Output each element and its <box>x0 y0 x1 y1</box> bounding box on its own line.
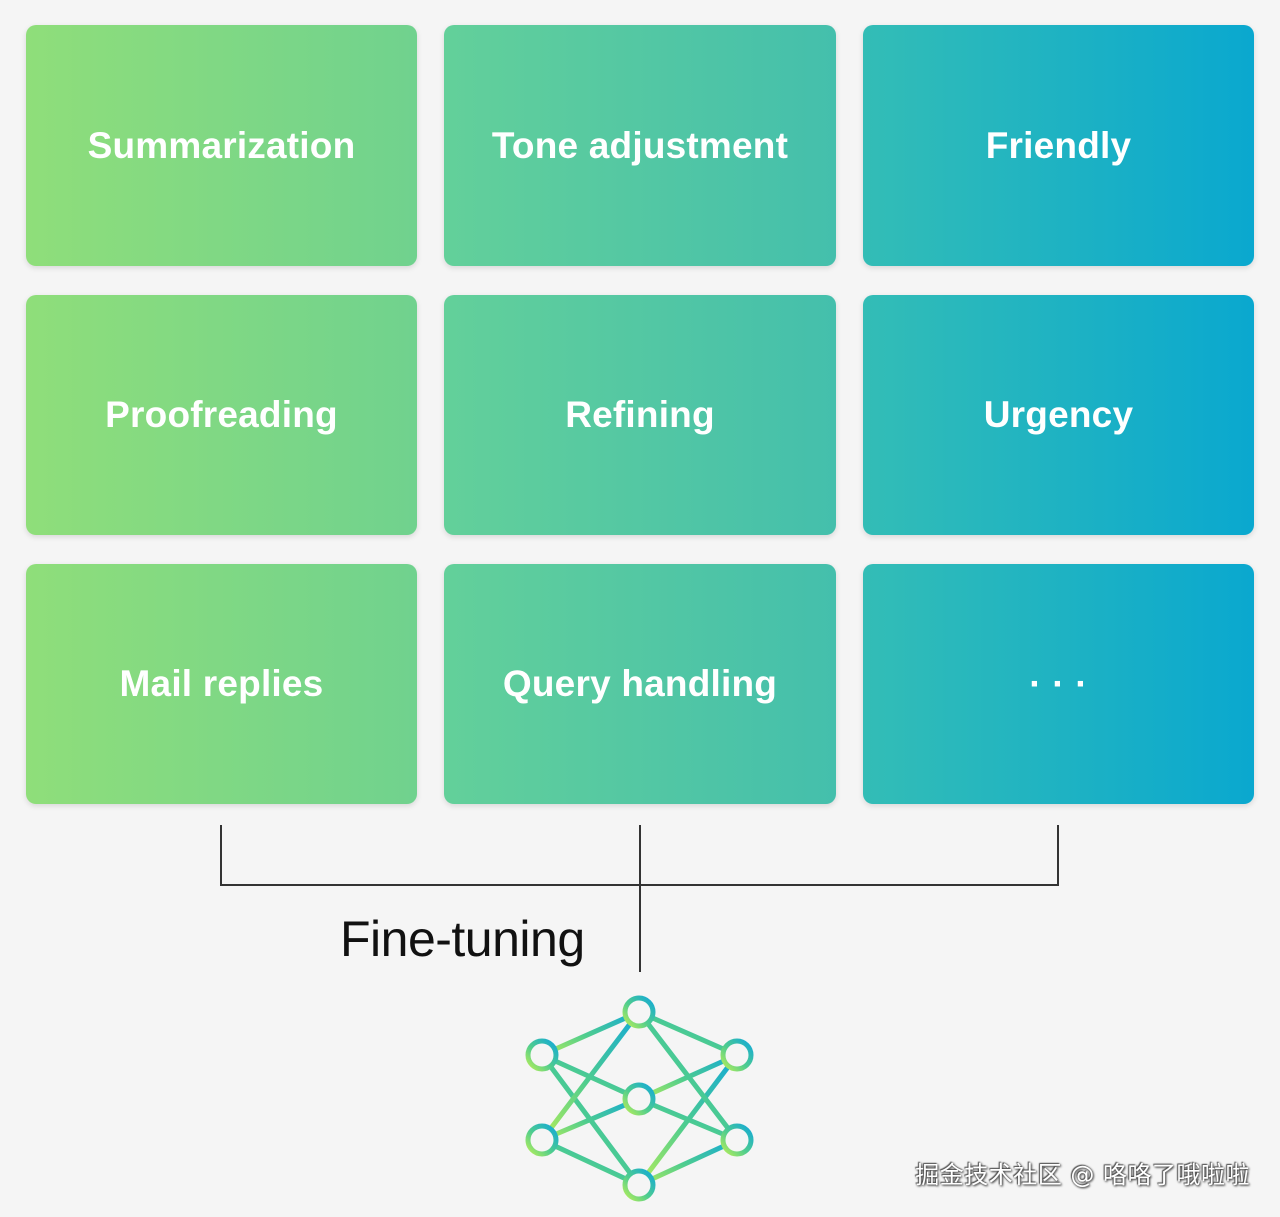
card-label: Summarization <box>87 124 356 166</box>
card-label: · · · <box>1029 663 1088 704</box>
card-query-handling: Query handling <box>444 564 836 804</box>
card-refining: Refining <box>444 295 836 535</box>
card-label: Mail replies <box>119 663 324 704</box>
card-label: Proofreading <box>105 394 338 435</box>
card-label: Query handling <box>502 663 778 704</box>
card-summarization: Summarization <box>26 25 417 266</box>
card-tone-adjustment: Tone adjustment <box>444 25 836 266</box>
card-label: Urgency <box>983 394 1134 435</box>
card-friendly: Friendly <box>863 25 1254 266</box>
card-label: Refining <box>565 394 715 435</box>
fine-tuning-label: Fine-tuning <box>340 911 585 967</box>
card-proofreading: Proofreading <box>26 295 417 535</box>
watermark: 掘金技术社区 @ 咯咯了哦啦啦 <box>915 1161 1250 1189</box>
capability-grid: Summarization Tone adjustment Friendly P… <box>26 25 1254 804</box>
card-label: Tone adjustment <box>491 124 789 166</box>
card-ellipsis: · · · <box>863 564 1254 804</box>
card-urgency: Urgency <box>863 295 1254 535</box>
card-mail-replies: Mail replies <box>26 564 417 804</box>
card-label: Friendly <box>985 124 1132 166</box>
